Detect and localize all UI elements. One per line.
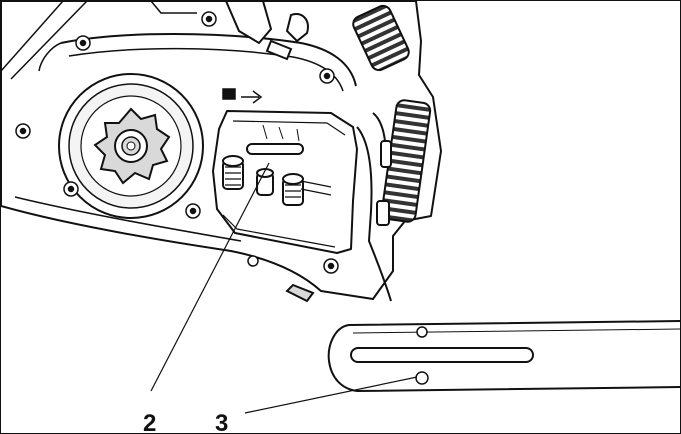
guide-bar-slot-on-clutch-plate [246,143,304,155]
screw-top-left [75,35,91,51]
hole-bottom [247,255,259,267]
guide-bar-slot [350,347,534,363]
cooling-vents [352,4,432,223]
leader-line-3 [244,376,418,414]
tensioner-rail [300,180,332,196]
leader-line-2 [150,162,270,392]
guide-bar [327,320,680,393]
screw-left [15,123,31,139]
chain-direction-symbol [222,88,263,104]
screw-top-right [319,68,335,84]
callout-3: 3 [215,410,228,434]
screw-top [201,11,217,27]
clutch-sprocket [58,73,204,219]
housing-screws [15,11,339,274]
top-grip [224,1,309,61]
leader-lines [150,162,418,414]
screw-bottom-right [323,258,339,274]
callout-2: 2 [143,410,156,434]
screw-bottom-mid [185,203,201,219]
guide-bar-top-hole [416,326,428,338]
housing-foot [285,283,315,303]
screw-bottom-left [63,181,79,197]
stud-left [222,155,244,190]
housing-right-edge [356,112,392,302]
guide-bar-oil-hole [415,371,429,385]
stud-right [282,173,304,206]
